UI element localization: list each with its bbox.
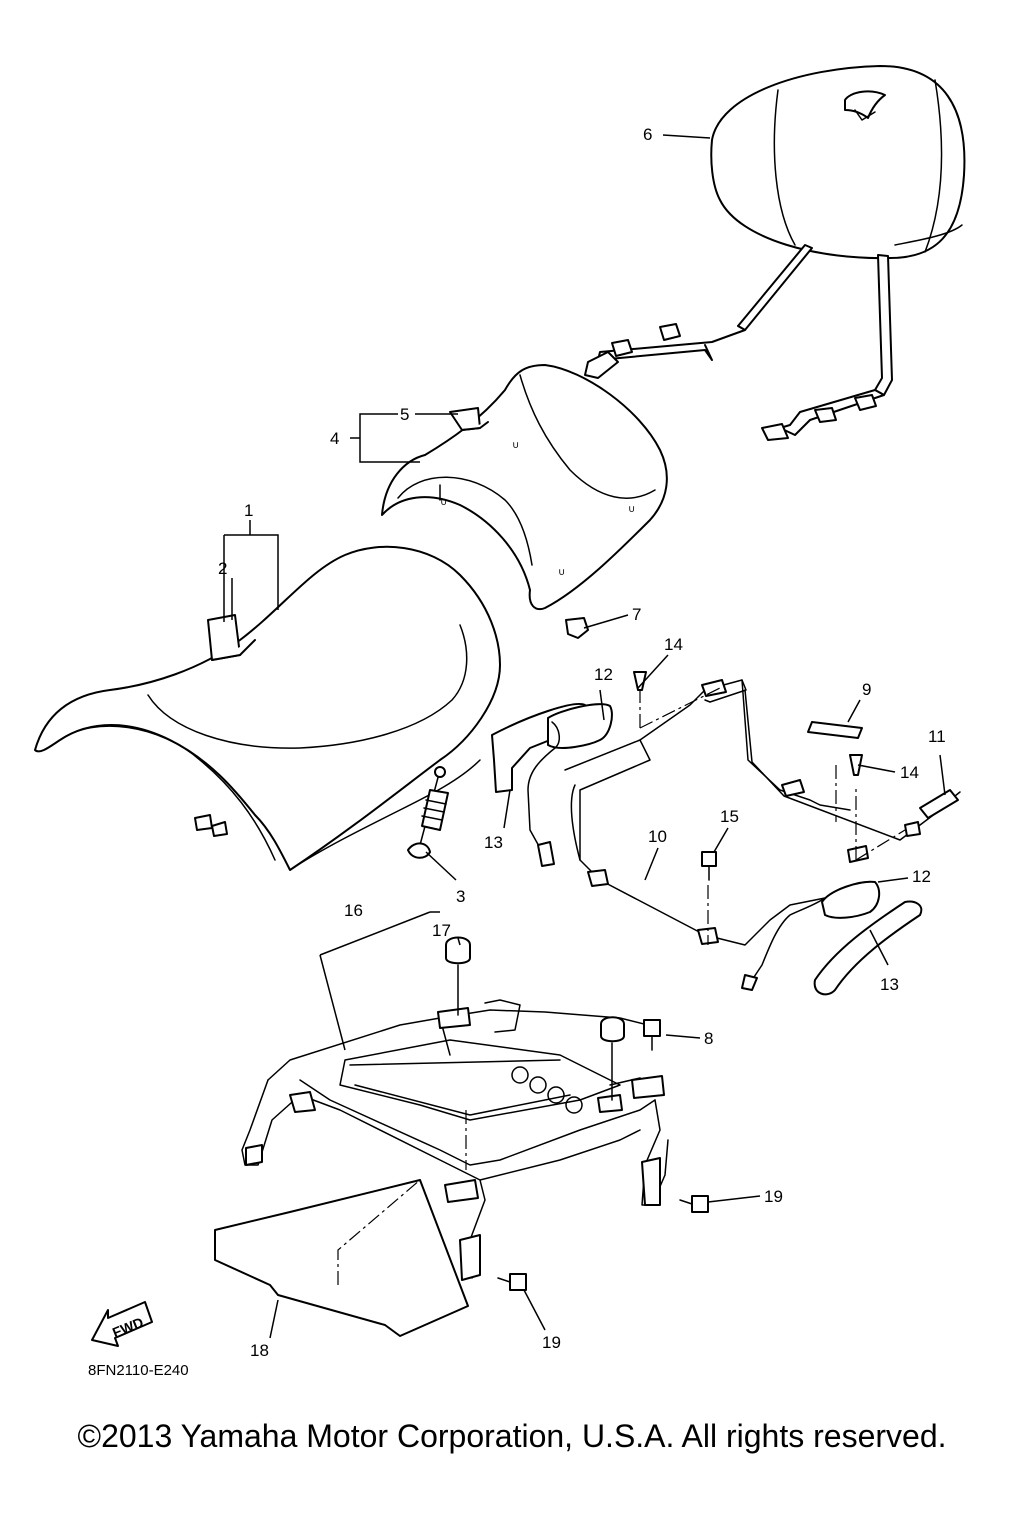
callout-14a: 14 (664, 635, 683, 654)
callout-11: 11 (928, 727, 946, 746)
copyright-notice: ©2013 Yamaha Motor Corporation, U.S.A. A… (77, 1418, 947, 1454)
right-pads (741, 880, 923, 996)
callout-10: 10 (648, 827, 667, 846)
callout-9: 9 (862, 680, 871, 699)
callout-12b: 12 (912, 867, 931, 886)
svg-text:∪: ∪ (558, 567, 565, 578)
callout-2: 2 (218, 559, 227, 578)
callout-19b: 19 (542, 1333, 561, 1352)
callout-15: 15 (720, 807, 739, 826)
storage-mat (214, 1179, 469, 1337)
callout-13b: 13 (880, 975, 899, 994)
left-pads (491, 703, 613, 867)
svg-text:∪: ∪ (440, 497, 447, 508)
seat-lock-spring (407, 766, 449, 859)
rear-seat: ∪ ∪ ∪ ∪ (381, 364, 668, 610)
callout-13a: 13 (484, 833, 503, 852)
svg-text:∪: ∪ (628, 504, 635, 515)
callout-6: 6 (643, 125, 652, 144)
callout-18: 18 (250, 1341, 269, 1360)
callout-3: 3 (456, 887, 465, 906)
svg-text:∪: ∪ (512, 440, 519, 451)
callout-17: 17 (432, 921, 451, 940)
dampers (445, 936, 625, 1101)
callout-16: 16 (344, 901, 363, 920)
bolts (497, 1019, 709, 1291)
callout-19a: 19 (764, 1187, 783, 1206)
grommet (565, 617, 589, 639)
callout-1: 1 (244, 501, 253, 520)
callout-8: 8 (704, 1029, 713, 1048)
seat-frame-upper (564, 679, 961, 946)
callout-12a: 12 (594, 665, 613, 684)
fwd-arrow-icon: FWD (91, 1301, 153, 1347)
backrest-assembly (584, 65, 966, 441)
callout-14b: 14 (900, 763, 919, 782)
front-seat (34, 545, 501, 871)
callout-5: 5 (400, 405, 409, 424)
caution-label (807, 721, 863, 739)
callout-numbers: 1 2 3 4 5 6 7 8 9 10 11 12 12 13 13 14 1… (218, 125, 946, 1360)
diagram-code: 8FN2110-E240 (88, 1362, 189, 1379)
callout-7: 7 (632, 605, 641, 624)
rivets (633, 671, 863, 881)
leader-lines (223, 134, 946, 1339)
callout-4: 4 (330, 429, 339, 448)
